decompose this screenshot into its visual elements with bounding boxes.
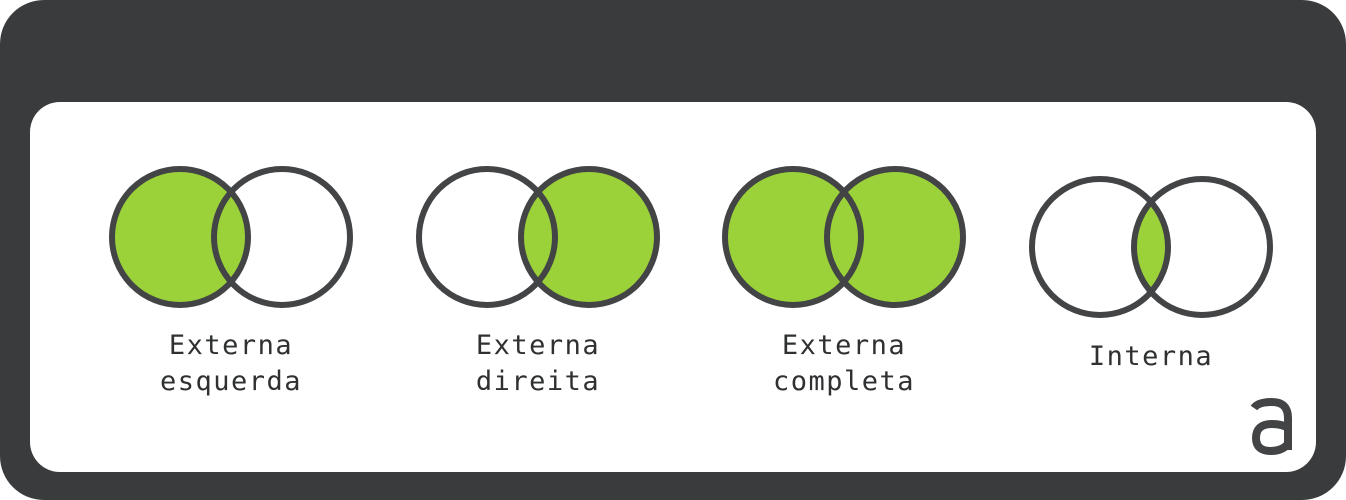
- left-circle-outline: [109, 166, 251, 308]
- left-circle-outline: [1029, 176, 1171, 318]
- right-circle-fill: [827, 169, 963, 305]
- content-panel: [30, 102, 1316, 472]
- venn-externa-direita: [416, 166, 660, 308]
- left-circle-outline: [722, 166, 864, 308]
- label-line: Interna: [1088, 341, 1214, 372]
- right-circle-fill: [521, 169, 657, 305]
- label-line: completa: [772, 366, 916, 397]
- alura-a-logo-icon: [1250, 397, 1292, 456]
- label-line: esquerda: [159, 366, 303, 397]
- label-line: Externa: [781, 330, 907, 361]
- right-circle-outline: [1131, 176, 1273, 318]
- left-circle-fill: [112, 169, 248, 305]
- label-externa-esquerda: Externa esquerda: [101, 328, 361, 400]
- label-line: Externa: [475, 330, 601, 361]
- left-circle-outline: [416, 166, 558, 308]
- right-circle-outline: [824, 166, 966, 308]
- left-circle-fill: [725, 169, 861, 305]
- label-interna: Interna: [1021, 339, 1281, 375]
- venn-interna: [1029, 176, 1273, 318]
- venn-externa-completa: [722, 166, 966, 308]
- venn-externa-esquerda: [109, 166, 353, 308]
- label-externa-direita: Externa direita: [408, 328, 668, 400]
- label-externa-completa: Externa completa: [714, 328, 974, 400]
- right-circle-outline: [518, 166, 660, 308]
- right-circle-outline: [211, 166, 353, 308]
- label-line: direita: [475, 366, 601, 397]
- label-line: Externa: [168, 330, 294, 361]
